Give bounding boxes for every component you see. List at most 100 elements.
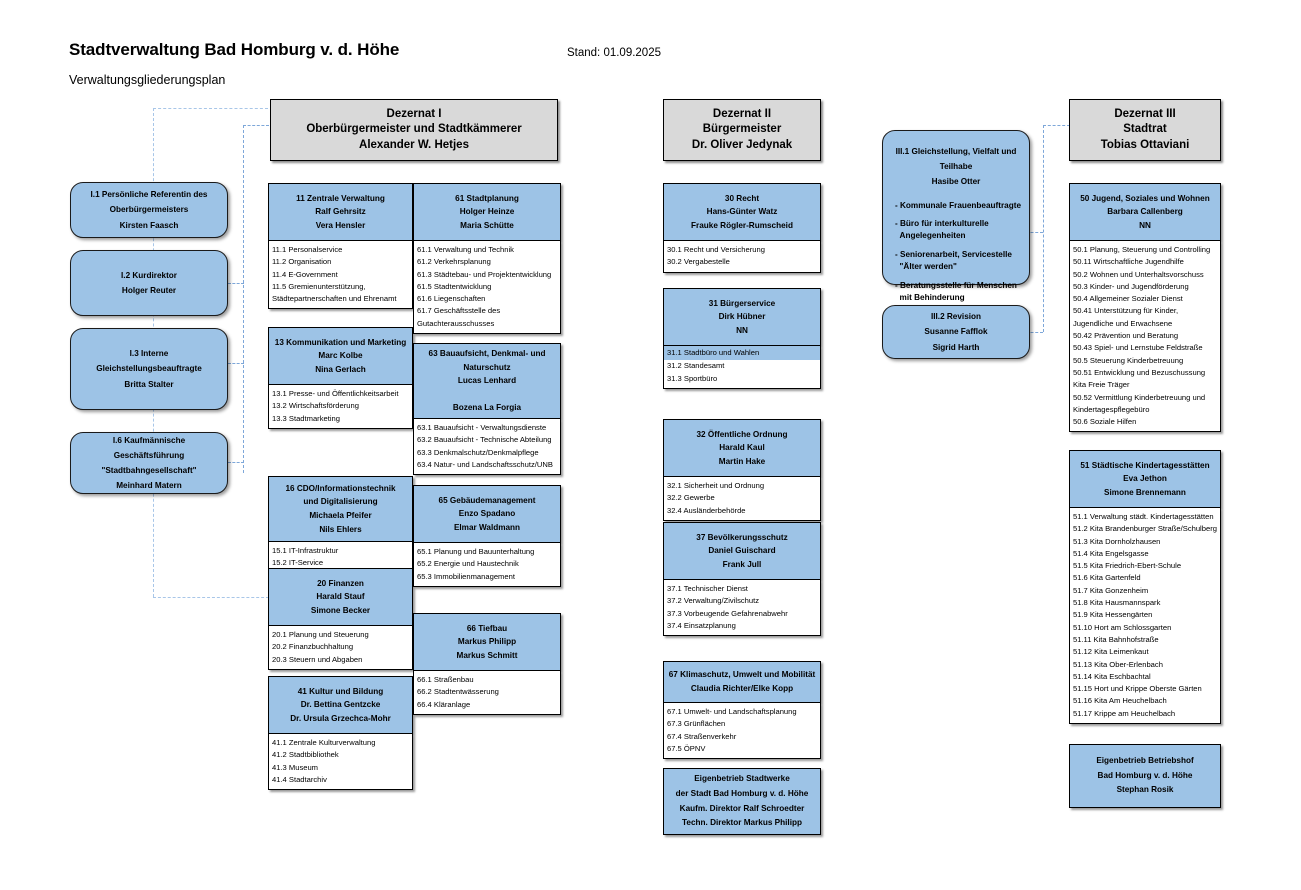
col4-unit-0-item-9[interactable]: 50.5 Steuerung Kinderbetreuung	[1073, 355, 1184, 365]
col3-unit-3-item-1[interactable]: 37.2 Verwaltung/Zivilschutz	[667, 596, 760, 606]
col3-unit-1-item-1[interactable]: 31.2 Standesamt	[667, 361, 725, 371]
col4-unit-1-item-0[interactable]: 51.1 Verwaltung städt. Kindertagesstätte…	[1073, 512, 1214, 521]
col1-unit-1-item-1[interactable]: 13.2 Wirtschaftsförderung	[272, 401, 359, 411]
dezernat-3-header[interactable]: Dezernat III Stadtrat Tobias Ottaviani	[1069, 99, 1221, 161]
col2-unit-2-item-1[interactable]: 65.2 Energie und Haustechnik	[417, 559, 519, 569]
col4-unit-0-item-14[interactable]: 50.6 Soziale Hilfen	[1073, 417, 1137, 427]
col4-unit-0-item-12[interactable]: 50.52 Vermittlung Kinderbetreuung und	[1073, 392, 1206, 402]
col2-unit-0-item-1[interactable]: 61.2 Verkehrsplanung	[417, 257, 491, 267]
col2-unit-0-item-3[interactable]: 61.5 Stadtentwicklung	[417, 281, 492, 291]
col2-unit-2-item-2[interactable]: 65.3 Immobilienmanagement	[417, 571, 515, 581]
col3-unit-0-item-0[interactable]: 30.1 Recht und Versicherung	[667, 245, 765, 254]
col1-unit-0-item-1[interactable]: 11.2 Organisation	[272, 257, 332, 267]
col2-unit-0-item-6[interactable]: Gutachterausschusses	[417, 318, 495, 328]
col4-unit-1-item-9[interactable]: 51.10 Hort am Schlossgarten	[1073, 622, 1172, 632]
col4-unit-0-item-2[interactable]: 50.2 Wohnen und Unterhaltsvorschuss	[1073, 269, 1204, 279]
col1-unit-0-item-2[interactable]: 11.4 E-Government	[272, 269, 338, 279]
col1-unit-3-item-1[interactable]: 20.2 Finanzbuchhaltung	[272, 642, 354, 652]
col3-unit-3-item-0[interactable]: 37.1 Technischer Dienst	[667, 584, 748, 593]
col3-unit-4-item-0[interactable]: 67.1 Umwelt- und Landschaftsplanung	[667, 707, 797, 716]
col4-unit-1-item-2[interactable]: 51.3 Kita Dornholzhausen	[1073, 536, 1161, 546]
col3-unit-2-item-2[interactable]: 32.4 Ausländerbehörde	[667, 505, 746, 515]
col3-unit-2-item-0[interactable]: 32.1 Sicherheit und Ordnung	[667, 481, 765, 490]
col4-unit-1-item-8[interactable]: 51.9 Kita Hessengärten	[1073, 610, 1153, 620]
col2-unit-0-item-2[interactable]: 61.3 Städtebau- und Projektentwicklung	[417, 269, 552, 279]
dezernat-1-header[interactable]: Dezernat I Oberbürgermeister und Stadtkä…	[270, 99, 558, 161]
col1-unit-2-item-0[interactable]: 15.1 IT-Infrastruktur	[272, 546, 339, 555]
col4-unit-0-item-10[interactable]: 50.51 Entwicklung und Bezuschussung	[1073, 367, 1206, 377]
col3-unit-4-item-3[interactable]: 67.5 ÖPNV	[667, 743, 706, 753]
staff-box-i6[interactable]: I.6 Kaufmännische Geschäftsführung"Stadt…	[70, 432, 228, 494]
col4-unit-0-item-1[interactable]: 50.11 Wirtschaftliche Jugendhilfe	[1073, 257, 1184, 267]
col4-unit-0-item-11[interactable]: Kita Freie Träger	[1073, 380, 1130, 390]
col1-unit-0-item-4[interactable]: Städtepartnerschaften und Ehrenamt	[272, 294, 397, 304]
col4-unit-0-item-4[interactable]: 50.4 Allgemeiner Sozialer Dienst	[1073, 294, 1183, 304]
col2-unit-0-item-4[interactable]: 61.6 Liegenschaften	[417, 294, 486, 304]
col3-unit-0-item-1[interactable]: 30.2 Vergabestelle	[667, 257, 730, 267]
col4-unit-1-item-16[interactable]: 51.17 Krippe am Heuchelbach	[1073, 708, 1176, 718]
col4-unit-1-item-10[interactable]: 51.11 Kita Bahnhofstraße	[1073, 634, 1159, 644]
col1-unit-4-item-2[interactable]: 41.3 Museum	[272, 762, 319, 772]
col4-unit-0-item-3[interactable]: 50.3 Kinder- und Jugendförderung	[1073, 281, 1189, 291]
col2-unit-3-item-0[interactable]: 66.1 Straßenbau	[417, 675, 474, 684]
col4-unit-1-item-14[interactable]: 51.15 Hort und Krippe Oberste Gärten	[1073, 684, 1202, 694]
col1-unit-2-item-1[interactable]: 15.2 IT-Service	[272, 558, 324, 568]
col4-unit-0-item-13[interactable]: Kindertagespflegebüro	[1073, 404, 1150, 414]
col1-unit-1-item-0[interactable]: 13.1 Presse- und Öffentlichkeitsarbeit	[272, 389, 399, 398]
col3-unit-3-item-2[interactable]: 37.3 Vorbeugende Gefahrenabwehr	[667, 608, 788, 618]
col4-unit-1-item-4[interactable]: 51.5 Kita Friedrich-Ebert-Schule	[1073, 561, 1182, 571]
col2-unit-1-item-2[interactable]: 63.3 Denkmalschutz/Denkmalpflege	[417, 447, 539, 457]
col4-unit-1-item-5[interactable]: 51.6 Kita Gartenfeld	[1073, 573, 1141, 583]
col4-unit-0-item-8[interactable]: 50.43 Spiel- und Lernstube Feldstraße	[1073, 343, 1203, 353]
col3-unit-4-item-1[interactable]: 67.3 Grünflächen	[667, 719, 726, 729]
col1-unit-4-item-1[interactable]: 41.2 Stadtbibliothek	[272, 750, 339, 760]
col3-unit-3-item-3[interactable]: 37.4 Einsatzplanung	[667, 620, 736, 630]
col1-unit-0-item-0[interactable]: 11.1 Personalservice	[272, 245, 343, 254]
col4-unit-0-item-0[interactable]: 50.1 Planung, Steuerung und Controlling	[1073, 245, 1211, 254]
col2-unit-3-item-1[interactable]: 66.2 Stadtentwässerung	[417, 687, 499, 697]
col4-unit-1-item-11[interactable]: 51.12 Kita Leimenkaut	[1073, 647, 1149, 657]
col4-unit-1-item-12[interactable]: 51.13 Kita Ober-Erlenbach	[1073, 659, 1163, 669]
col4-unit-1-item-1[interactable]: 51.2 Kita Brandenburger Straße/Schulberg	[1073, 524, 1217, 534]
col3-unit-4-item-2[interactable]: 67.4 Straßenverkehr	[667, 731, 737, 741]
col4-unit-0-item-6[interactable]: Jugendliche und Erwachsene	[1073, 318, 1173, 328]
col1-unit-4-item-3[interactable]: 41.4 Stadtarchiv	[272, 774, 327, 784]
col3-unit-1-item-0[interactable]: 31.1 Stadtbüro und Wahlen	[664, 346, 820, 361]
col3-unit-1-item-2[interactable]: 31.3 Sportbüro	[667, 373, 718, 383]
